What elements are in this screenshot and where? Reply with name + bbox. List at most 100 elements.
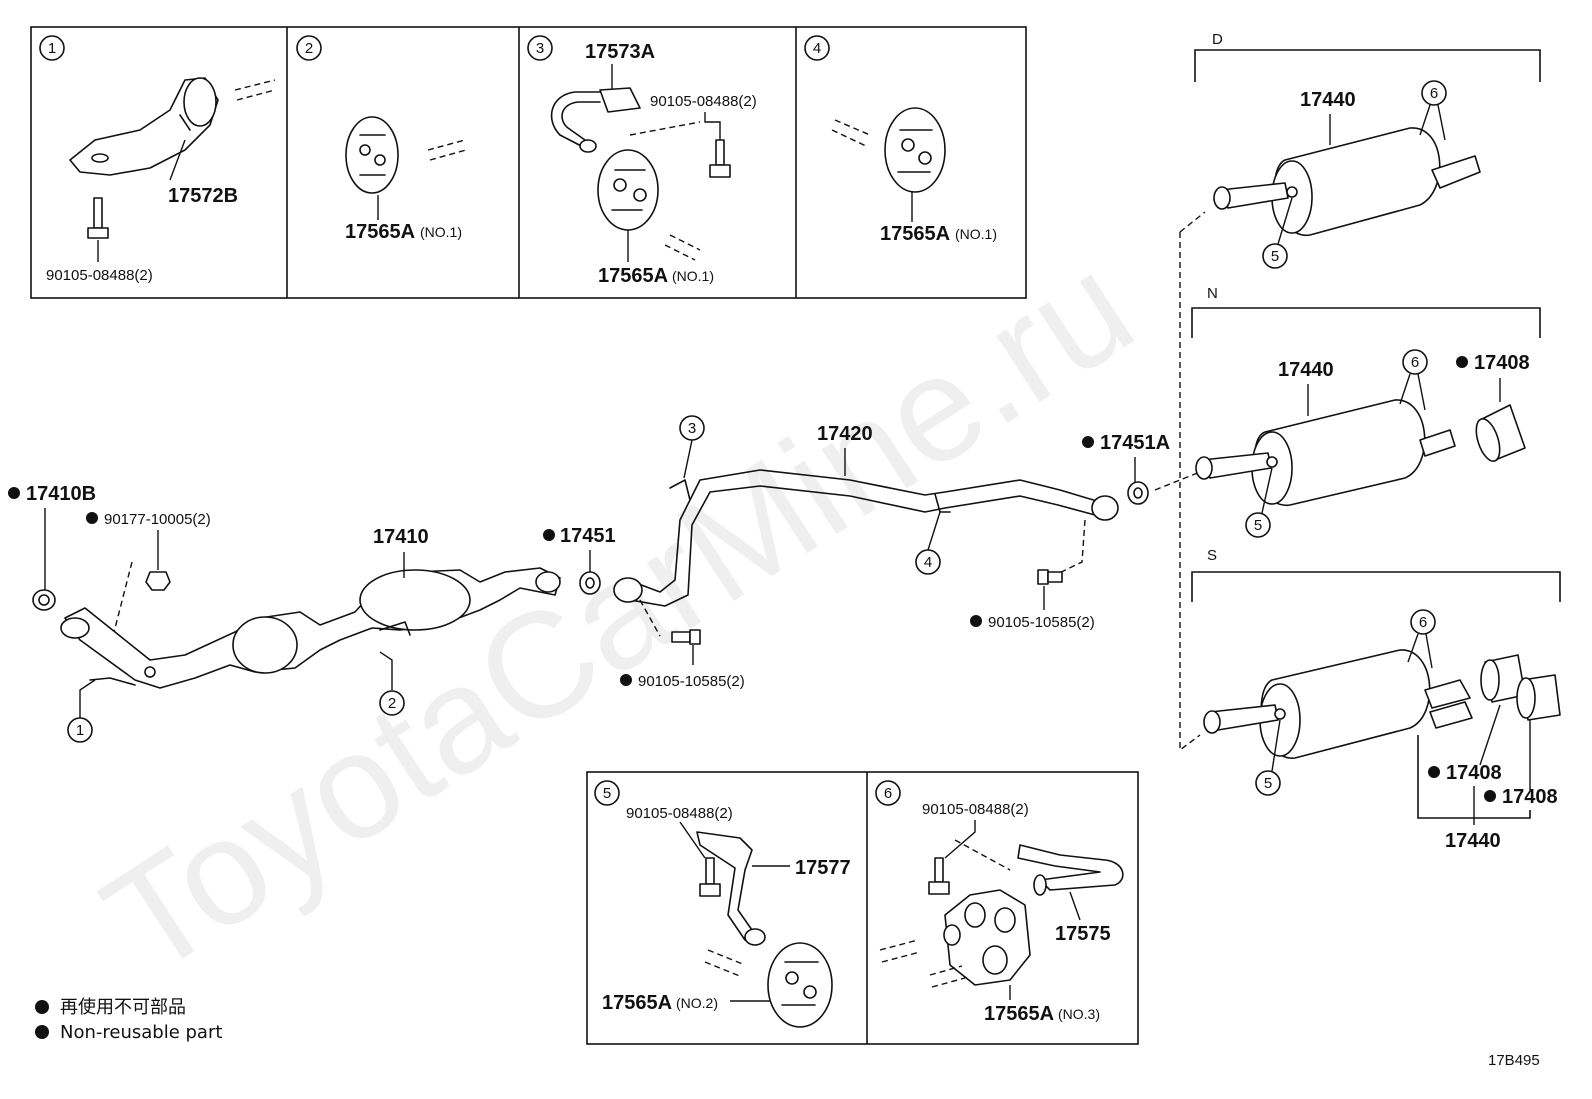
bolt-90105-10585-right: 90105-10585(2) (970, 519, 1095, 631)
label-17565a-inset5: 17565A (602, 992, 672, 1014)
label-90105-08488-inset6: 90105-08488(2) (922, 801, 1029, 818)
rubber-hanger-icon (767, 942, 833, 1028)
inset-4: 4 17565A (NO.1) (804, 35, 997, 245)
inset-frame-top (30, 26, 1027, 299)
inset-6-number: 6 (884, 785, 892, 802)
label-90105-08488-inset1: 90105-08488(2) (46, 267, 153, 284)
inset-3: 3 17573A 90105-08488(2) 17565A (NO.1) (527, 35, 757, 287)
bracket-17577-icon (696, 831, 766, 946)
tail-pipe-tip-17408-lower-icon (1516, 674, 1561, 721)
legend-en: Non-reusable part (60, 1022, 222, 1043)
legend: 再使用不可部品 Non-reusable part (35, 997, 222, 1043)
svg-text:1: 1 (76, 722, 84, 739)
rubber-hanger-icon (345, 116, 399, 194)
inset-2: 2 17565A (NO.1) (296, 35, 467, 243)
gasket-17451: 17451 (543, 525, 616, 595)
figure-code: 17B495 (1488, 1052, 1540, 1069)
label-17565a-inset2: 17565A (345, 221, 415, 243)
legend-jp: 再使用不可部品 (60, 997, 186, 1018)
tail-pipe-tip-17408-icon (1475, 404, 1526, 462)
svg-text:4: 4 (924, 554, 932, 571)
inset-2-number: 2 (305, 40, 313, 57)
hanger-bracket-17573a-icon (550, 87, 641, 153)
note-no2-inset5: (NO.2) (676, 995, 718, 1011)
svg-text:5: 5 (1271, 248, 1279, 265)
inset-1: 1 17572B 90105-08488(2) (39, 35, 276, 284)
note-no1-inset2: (NO.1) (420, 224, 462, 240)
bracket-17575-icon (1017, 844, 1124, 896)
callout-4: 4 (915, 511, 941, 575)
label-17573a: 17573A (585, 41, 655, 63)
bolt-icon (87, 197, 109, 239)
label-17410: 17410 (373, 526, 429, 548)
gasket-17410b: 17410B (8, 483, 96, 611)
muffler-d-icon (1213, 127, 1481, 236)
note-no1-inset3: (NO.1) (672, 268, 714, 284)
section-d: D 17440 6 5 (1194, 31, 1541, 269)
svg-text:2: 2 (388, 695, 396, 712)
inset-panel-top (30, 26, 1027, 299)
bolt-90105-10585-left: 90105-10585(2) (620, 599, 745, 690)
section-n-label: N (1207, 285, 1218, 302)
callout-2: 2 (379, 651, 405, 716)
front-pipe-17410: 17410 (60, 526, 561, 689)
callout-1: 1 (67, 679, 96, 743)
label-17565a-inset6: 17565A (984, 1003, 1054, 1025)
section-n: N 17440 17408 6 5 (1191, 285, 1541, 538)
rubber-hanger-no3-icon (943, 889, 1031, 986)
svg-text:5: 5 (1254, 517, 1262, 534)
gasket-17451a: 17451A (1082, 432, 1170, 505)
label-17410b: 17410B (26, 483, 96, 505)
label-90105-08488-inset3: 90105-08488(2) (650, 93, 757, 110)
section-s-label: S (1207, 547, 1217, 564)
label-17440-n: 17440 (1278, 359, 1334, 381)
label-17575: 17575 (1055, 923, 1111, 945)
label-90105-08488-inset5: 90105-08488(2) (626, 805, 733, 822)
inset-panel-bottom (586, 771, 1139, 1045)
svg-text:6: 6 (1430, 85, 1438, 102)
inset-5-number: 5 (603, 785, 611, 802)
label-17408-s-upper: 17408 (1446, 762, 1502, 784)
svg-text:6: 6 (1419, 614, 1427, 631)
muffler-n-icon (1195, 399, 1456, 506)
label-17451a: 17451A (1100, 432, 1170, 454)
label-17577: 17577 (795, 857, 851, 879)
svg-text:3: 3 (688, 420, 696, 437)
note-no3-inset6: (NO.3) (1058, 1006, 1100, 1022)
bracket-17572b-icon (69, 77, 219, 176)
label-90105-10585-left: 90105-10585(2) (638, 673, 745, 690)
rubber-hanger-icon (884, 107, 946, 193)
svg-text:6: 6 (1411, 354, 1419, 371)
label-17440-s: 17440 (1445, 830, 1501, 852)
inset-6: 6 90105-08488(2) 17575 17565A (NO.3) (875, 780, 1124, 1025)
section-d-label: D (1212, 31, 1223, 48)
muffler-s-icon (1203, 649, 1473, 759)
label-17565a-inset4: 17565A (880, 223, 950, 245)
note-no1-inset4: (NO.1) (955, 226, 997, 242)
bolt-icon (699, 857, 721, 897)
inset-1-number: 1 (48, 40, 56, 57)
label-17565a-inset3: 17565A (598, 265, 668, 287)
inset-4-number: 4 (813, 40, 821, 57)
label-90105-10585-right: 90105-10585(2) (988, 614, 1095, 631)
nut-90177: 90177-10005(2) (86, 511, 211, 641)
connector-dashed (1154, 211, 1206, 752)
label-17408-n: 17408 (1474, 352, 1530, 374)
rubber-hanger-icon (597, 149, 659, 231)
label-17572b: 17572B (168, 185, 238, 207)
inset-frame-bottom (586, 771, 1139, 1045)
label-17420: 17420 (817, 423, 873, 445)
label-17451: 17451 (560, 525, 616, 547)
section-s: S 6 5 17408 17408 (1191, 547, 1561, 852)
center-pipe-17420: 17420 (613, 423, 1119, 607)
label-90177-10005: 90177-10005(2) (104, 511, 211, 528)
callout-3: 3 (679, 415, 705, 479)
label-17408-s-lower: 17408 (1502, 786, 1558, 808)
svg-text:5: 5 (1264, 775, 1272, 792)
bolt-icon (928, 857, 950, 895)
inset-3-number: 3 (536, 40, 544, 57)
label-17440-d: 17440 (1300, 89, 1356, 111)
bolt-icon (709, 139, 731, 178)
inset-5: 5 90105-08488(2) 17577 17565A (NO.2) (594, 780, 851, 1028)
